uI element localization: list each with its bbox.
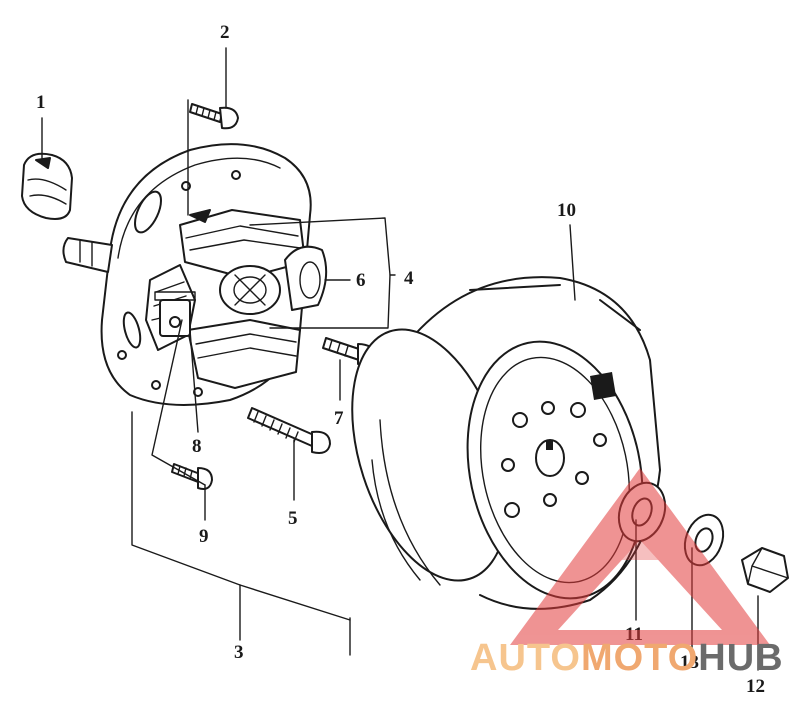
nut-part-12	[741, 547, 789, 593]
watermark-auto: AUTO	[470, 637, 581, 679]
callout-10: 10	[557, 200, 576, 221]
watermark-hub: HUB	[698, 637, 783, 679]
automotohub-watermark	[510, 468, 770, 645]
callout-6: 6	[356, 270, 366, 291]
callout-4: 4	[404, 268, 414, 289]
stator-assembly	[62, 143, 328, 406]
screw-part-2	[189, 103, 239, 130]
callout-13: 13	[680, 652, 699, 673]
callout-labels: 1 2 3 4 5 6 7 8 9 10 11 12 13	[36, 22, 765, 697]
leader-lines	[41, 47, 759, 671]
callout-1: 1	[36, 92, 46, 113]
callout-3: 3	[234, 642, 244, 663]
callout-9: 9	[199, 526, 209, 547]
watermark-moto: MOTO	[581, 637, 698, 679]
callout-7: 7	[334, 408, 344, 429]
bolt-part-5	[247, 407, 331, 454]
grommet-part-1	[21, 152, 73, 220]
callout-2: 2	[220, 22, 230, 43]
watermark-logo-text: AUTOMOTOHUB	[470, 637, 784, 679]
callout-8: 8	[192, 436, 202, 457]
callout-5: 5	[288, 508, 298, 529]
watermark-triangle-icon	[510, 468, 770, 645]
callout-12: 12	[746, 676, 765, 697]
screw-part-9	[171, 463, 213, 490]
